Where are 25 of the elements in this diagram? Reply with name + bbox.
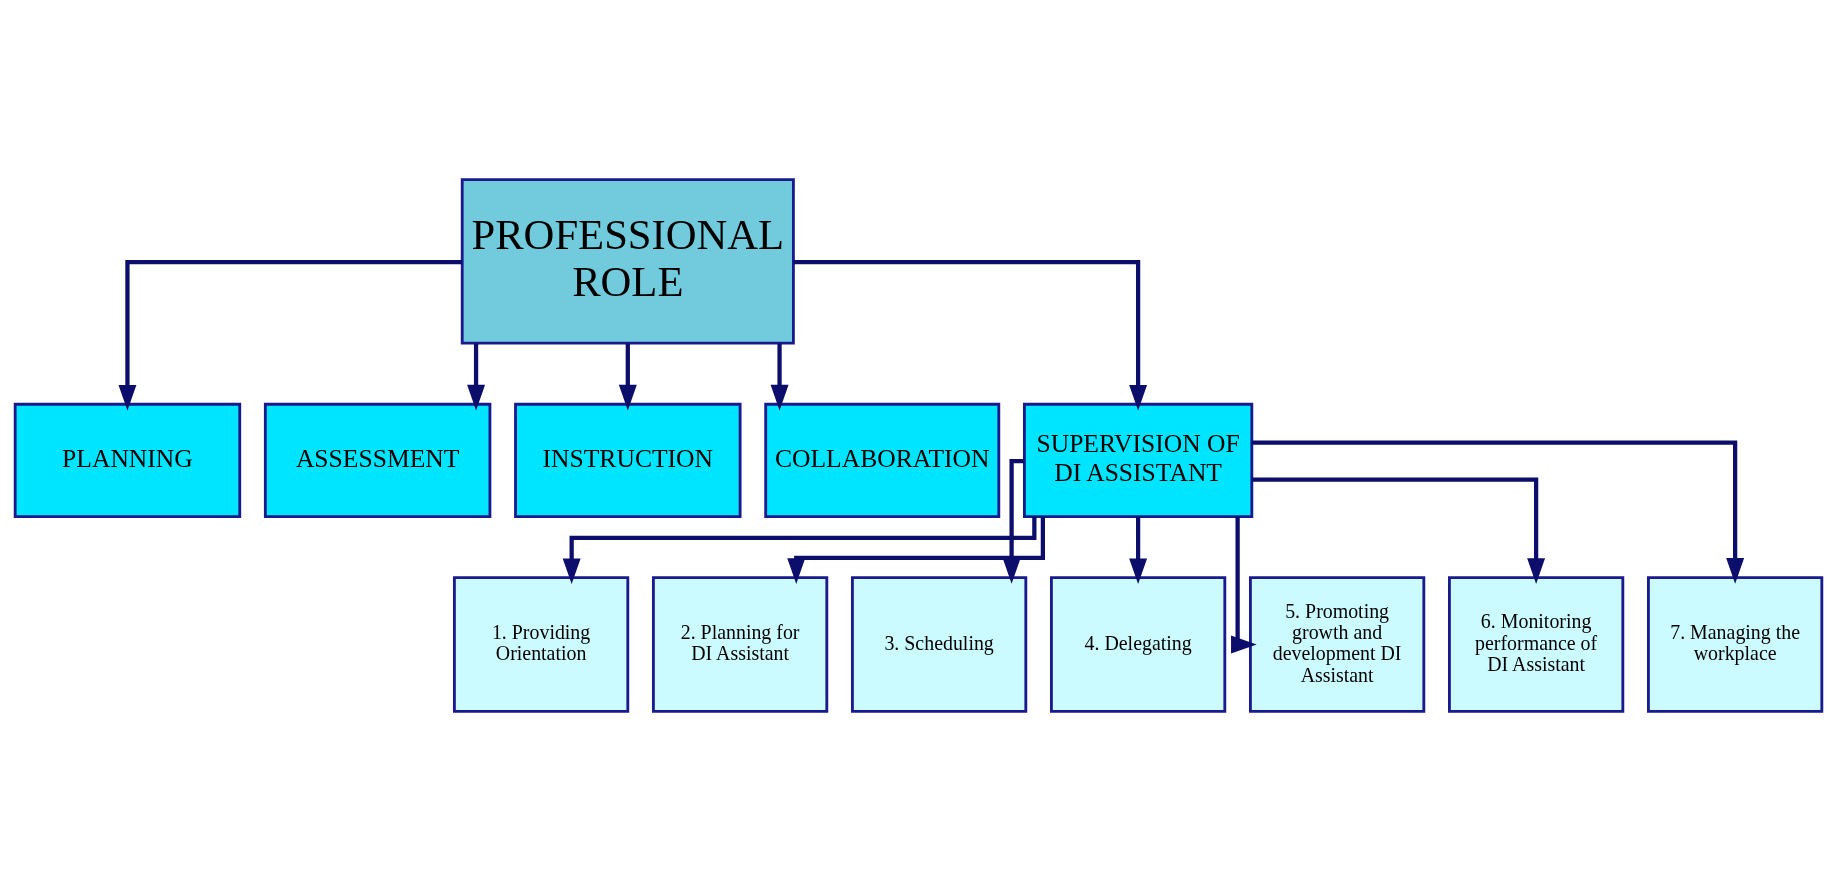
node-box: 6. Monitoring performance of DI Assistant — [1448, 575, 1625, 713]
arrow — [770, 343, 789, 410]
arrow — [787, 516, 1045, 584]
arrow — [793, 259, 1148, 411]
node-box: PLANNING — [13, 402, 242, 518]
arrow — [1002, 458, 1025, 584]
node-box: 3. Scheduling — [851, 575, 1028, 713]
node-box: 4. Delegating — [1050, 575, 1227, 713]
arrow — [562, 516, 1037, 584]
arrow — [118, 259, 462, 411]
node-box: 1. Providing Orientation — [452, 575, 630, 713]
node-box: COLLABORATION — [764, 402, 1001, 518]
arrow — [618, 343, 637, 410]
arrow — [1252, 440, 1745, 584]
node-box: INSTRUCTION — [514, 402, 742, 518]
node-box: PROFESSIONAL ROLE — [460, 177, 795, 345]
arrow — [1252, 477, 1546, 584]
node-box: ASSESSMENT — [263, 402, 492, 518]
arrow — [1231, 516, 1257, 653]
arrow — [1129, 516, 1148, 584]
node-box: 2. Planning for DI Assistant — [652, 575, 829, 713]
arrow — [467, 343, 486, 410]
node-box: 5. Promoting growth and development DI Assistant — [1249, 575, 1426, 713]
node-box: SUPERVISION OF DI ASSISTANT — [1023, 402, 1254, 518]
node-box: 7. Managing the workplace — [1647, 575, 1824, 713]
